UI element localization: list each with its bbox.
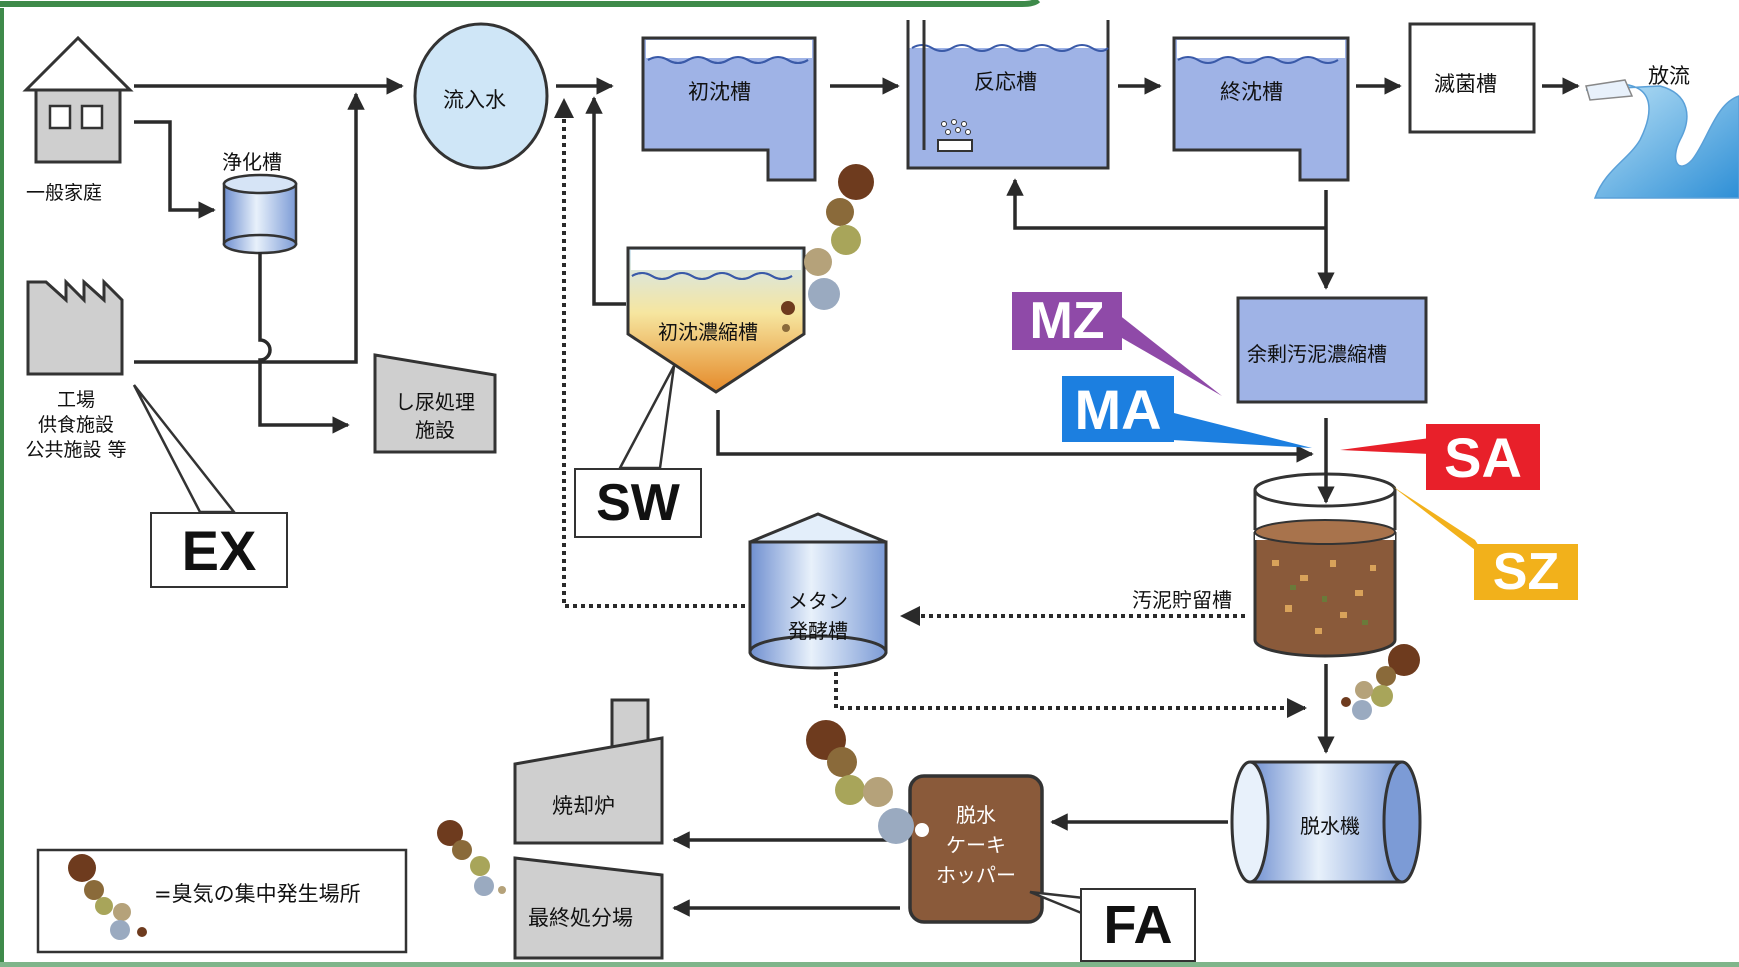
disinfection-label: 滅菌槽: [1434, 72, 1497, 96]
house-icon: [22, 35, 134, 164]
influent-shape: [413, 22, 549, 170]
tag-mz: MZ: [1012, 292, 1122, 350]
night-soil-facility-shape: [373, 353, 497, 454]
reaction-tank-shape: [906, 20, 1110, 170]
tag-sz: SZ: [1474, 543, 1578, 601]
cake-hopper-label: 脱水 ケーキ ホッパー: [936, 803, 1016, 887]
final-disposal-label: 最終処分場: [528, 906, 633, 930]
excess-sludge-thickener-shape: [1236, 296, 1428, 404]
final-settling-label: 終沈槽: [1220, 80, 1283, 104]
dewatering-machine-shape: [1230, 760, 1422, 884]
primary-settling-shape: [641, 36, 817, 182]
septic-tank-shape: [222, 173, 298, 255]
excess-sludge-thickener-label: 余剰汚泥濃縮槽: [1247, 342, 1387, 366]
tag-sw: SW: [574, 468, 702, 538]
septic-tank-label: 浄化槽: [222, 150, 282, 174]
odor-cluster-top: [781, 164, 874, 332]
night-soil-label: し尿処理 施設: [395, 390, 475, 442]
factory-icon: [26, 278, 124, 376]
tag-ma: MA: [1062, 376, 1174, 442]
incinerator-label: 焼却炉: [552, 794, 615, 818]
disinfection-shape: [1408, 22, 1536, 134]
sludge-storage-label: 汚泥貯留槽: [1132, 588, 1232, 612]
influent-label: 流入水: [443, 88, 506, 112]
tag-ex: EX: [150, 512, 288, 588]
primary-settling-label: 初沈槽: [688, 80, 751, 104]
reaction-tank-label: 反応槽: [974, 70, 1037, 94]
cake-hopper-shape: [908, 774, 1044, 924]
tag-sa: SA: [1426, 424, 1540, 490]
odor-cluster-hopper: [806, 720, 929, 844]
odor-legend-icon: [68, 854, 147, 940]
odor-cluster-storage: [1341, 644, 1420, 720]
dewatering-machine-label: 脱水機: [1300, 814, 1360, 838]
primary-thickener-label: 初沈濃縮槽: [658, 320, 758, 344]
factory-label: 工場 供食施設 公共施設 等: [25, 389, 127, 461]
methane-tank-label: メタン 発酵槽: [788, 589, 848, 643]
household-label: 一般家庭: [26, 182, 103, 204]
legend-text: =臭気の集中発生場所: [154, 882, 361, 906]
flow-lines: [134, 77, 1580, 917]
tag-fa: FA: [1080, 888, 1196, 962]
primary-thickener-shape: [626, 246, 806, 394]
odor-cluster-disposal: [437, 820, 506, 896]
methane-tank-shape: [748, 512, 888, 670]
discharge-label: 放流: [1648, 64, 1690, 88]
final-settling-shape: [1172, 36, 1350, 182]
final-disposal-shape: [513, 856, 664, 960]
river-icon: [1585, 79, 1739, 199]
sludge-storage-shape: [1253, 472, 1397, 658]
incinerator-shape: [513, 698, 664, 845]
dotted-flow-lines: [554, 98, 1307, 718]
